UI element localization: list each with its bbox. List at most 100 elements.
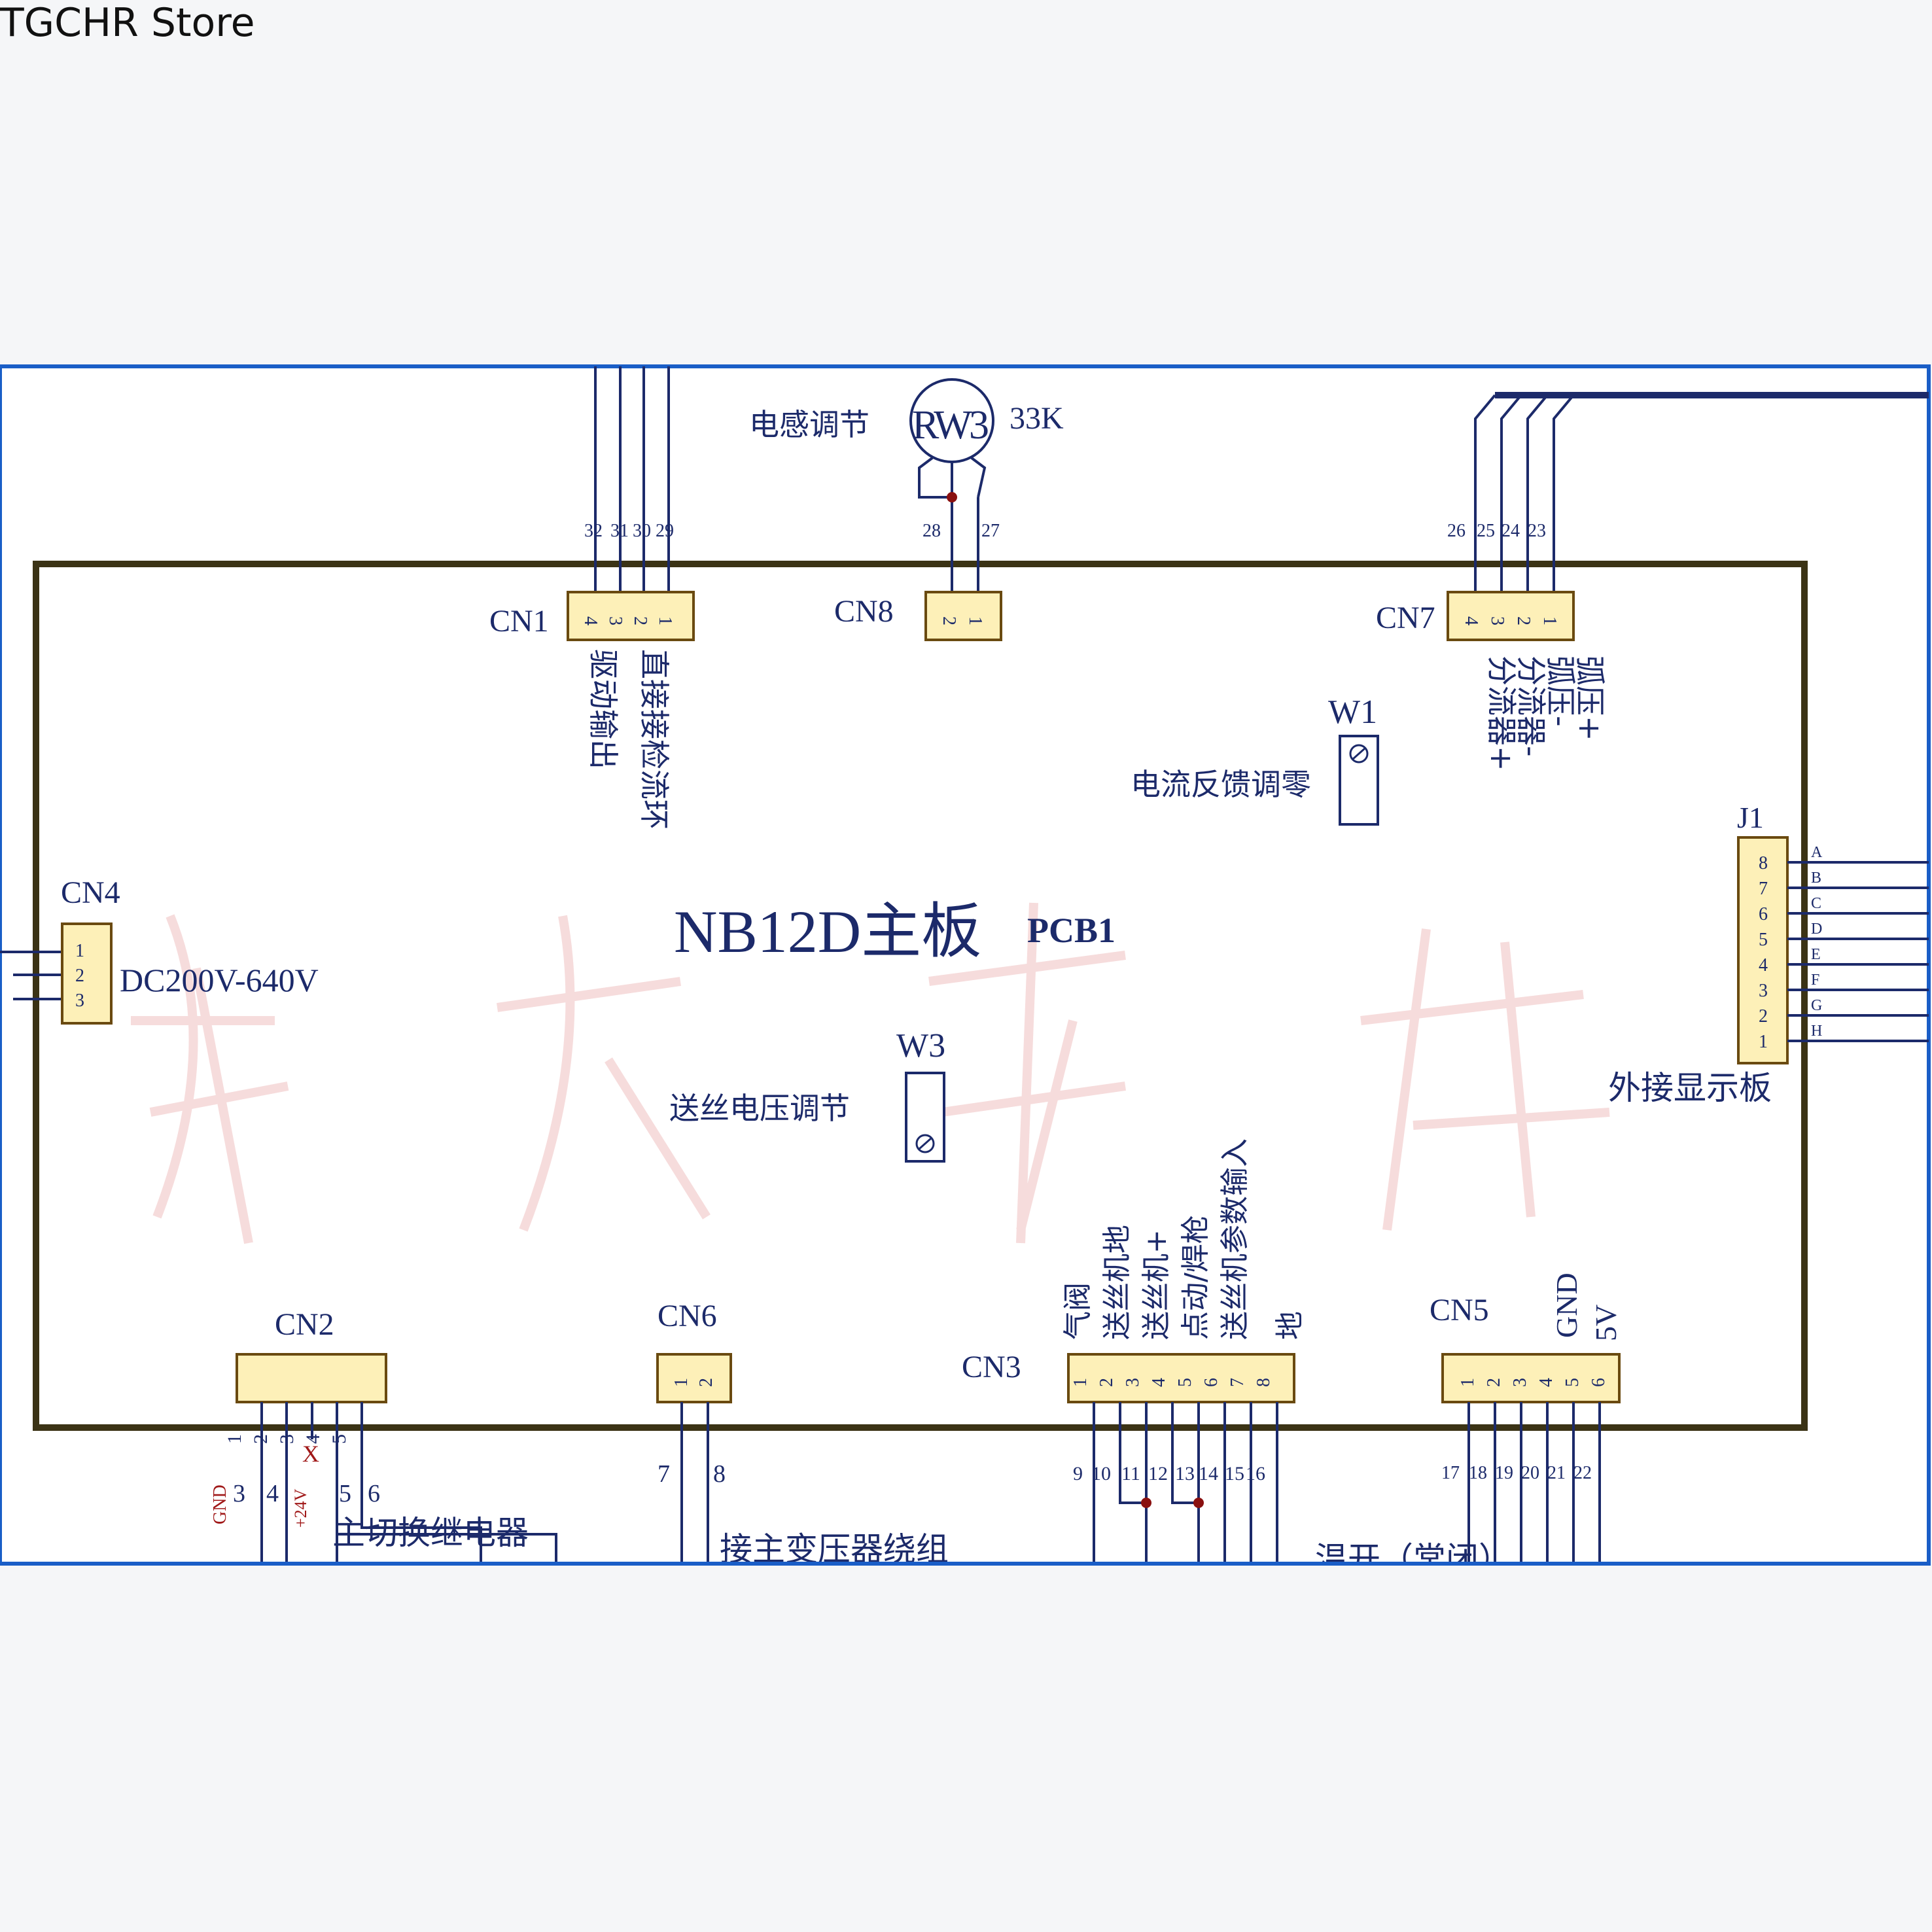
cn6-pin-1: 1 bbox=[671, 1378, 692, 1387]
cn2-wire-6: 6 bbox=[368, 1480, 380, 1507]
cn3-wire-14: 14 bbox=[1199, 1463, 1218, 1484]
cn8-wire-27: 27 bbox=[981, 521, 1000, 541]
w3-label: W3 bbox=[896, 1027, 945, 1064]
j1-line-f: F bbox=[1811, 972, 1819, 989]
cn2-label: CN2 bbox=[275, 1307, 334, 1342]
watermark bbox=[131, 902, 1610, 1244]
j1-line-b: B bbox=[1811, 869, 1821, 887]
cn3-wire-11: 11 bbox=[1121, 1463, 1140, 1484]
cn4-pin-1: 1 bbox=[75, 941, 84, 961]
cn3-pin-1: 1 bbox=[1070, 1378, 1091, 1387]
cn5-pin-1: 1 bbox=[1458, 1378, 1478, 1387]
cn1-pin-4: 4 bbox=[580, 616, 601, 625]
cn8-wire-28: 28 bbox=[922, 521, 941, 541]
cn5-wire-18: 18 bbox=[1469, 1463, 1487, 1483]
cn5-wire-19: 19 bbox=[1495, 1463, 1513, 1483]
j1-pin-2: 2 bbox=[1759, 1006, 1768, 1027]
j1-pin-3: 3 bbox=[1759, 981, 1768, 1001]
cn2-wire-3: 3 bbox=[233, 1480, 245, 1507]
w1-desc: 电流反馈调零 bbox=[1131, 767, 1311, 802]
cn7-wire-25: 25 bbox=[1477, 521, 1495, 541]
cn3-wire-12: 12 bbox=[1148, 1463, 1168, 1484]
board-title: NB12D主板 bbox=[674, 898, 981, 965]
connector-cn7: 26 25 24 23 4 3 2 1 CN7 弧压+ 弧压- 分流器- 分流器… bbox=[1376, 394, 1607, 771]
cn2-pin-1: 1 bbox=[224, 1434, 245, 1444]
cn3-pin-4: 4 bbox=[1149, 1378, 1169, 1387]
cn1-wire-30: 30 bbox=[633, 521, 651, 541]
cn3-signal-feeder-param-input: 送丝机参数输入 bbox=[1218, 1138, 1252, 1340]
cn3-pin-5: 5 bbox=[1175, 1378, 1195, 1387]
cn1-wire-31: 31 bbox=[610, 521, 629, 541]
cn2-desc: 主切换继电器 bbox=[332, 1514, 529, 1552]
cn5-gnd-label: GND bbox=[1550, 1273, 1583, 1338]
cn6-pin-2: 2 bbox=[696, 1378, 716, 1387]
cn2-pin-5: 5 bbox=[328, 1434, 350, 1444]
store-name: TGCHR Store bbox=[0, 0, 255, 46]
cn3-signal-jog-torch: 点动/焊枪 bbox=[1179, 1215, 1212, 1340]
cn5-pin-2: 2 bbox=[1484, 1378, 1504, 1387]
cn4-desc: DC200V-640V bbox=[120, 962, 319, 998]
board-pcb-label: PCB1 bbox=[1027, 911, 1115, 950]
cn1-pin-1: 1 bbox=[655, 616, 675, 625]
cn7-wire-24: 24 bbox=[1502, 521, 1520, 541]
cn7-pin-2: 2 bbox=[1513, 616, 1534, 625]
cn3-signal-ground: 地 bbox=[1273, 1311, 1307, 1340]
cn2-wire-5: 5 bbox=[339, 1480, 351, 1507]
j1-pin-7: 7 bbox=[1759, 879, 1768, 899]
cn6-label: CN6 bbox=[658, 1299, 717, 1333]
cn1-label: CN1 bbox=[489, 604, 549, 639]
cn4-pin-3: 3 bbox=[75, 991, 84, 1011]
cn3-wire-10: 10 bbox=[1091, 1463, 1111, 1484]
cn3-signal-feeder-plus: 送丝机+ bbox=[1140, 1229, 1173, 1340]
cn2-wire-4: 4 bbox=[266, 1480, 279, 1507]
cn3-pin-6: 6 bbox=[1201, 1378, 1221, 1387]
cn3-label: CN3 bbox=[962, 1350, 1021, 1384]
cn2-gnd-label: GND bbox=[210, 1484, 230, 1524]
cn7-signal-arc-voltage-minus: 弧压- bbox=[1543, 656, 1578, 727]
cn5-pin-3: 3 bbox=[1510, 1378, 1530, 1387]
w1-label: W1 bbox=[1328, 694, 1377, 731]
cn6-wire-8: 8 bbox=[713, 1460, 726, 1488]
w3-desc: 送丝电压调节 bbox=[669, 1091, 850, 1126]
cn3-signal-gas-valve: 气阀 bbox=[1061, 1282, 1095, 1340]
cn2-unused-mark: X bbox=[302, 1441, 319, 1467]
j1-label: J1 bbox=[1737, 801, 1764, 834]
cn3-wire-13: 13 bbox=[1175, 1463, 1195, 1484]
j1-line-c: C bbox=[1811, 895, 1821, 912]
cn1-desc-drive-output: 驱动输出 bbox=[586, 649, 621, 769]
cn2-24v-label: +24V bbox=[291, 1488, 310, 1528]
connector-cn3: CN3 1 2 3 4 5 6 7 8 9 10 11 12 bbox=[962, 1138, 1307, 1564]
cn1-pin-2: 2 bbox=[630, 616, 650, 625]
cn1-desc-sense-loop: 直接接检流环 bbox=[637, 649, 672, 830]
trimmer-w3: W3 送丝电压调节 bbox=[669, 1027, 945, 1163]
connector-cn8: 2 1 28 27 CN8 bbox=[834, 521, 1002, 641]
rw3-label: RW3 bbox=[912, 403, 989, 448]
cn5-pin-6: 6 bbox=[1589, 1378, 1609, 1387]
connector-cn5: CN5 1 2 3 4 5 6 17 18 19 20 21 22 GND 5V bbox=[1315, 1273, 1623, 1578]
rw3-value: 33K bbox=[1010, 401, 1064, 436]
j1-line-d: D bbox=[1811, 921, 1822, 938]
j1-line-h: H bbox=[1811, 1023, 1822, 1040]
connector-cn1: 32 31 30 29 4 3 2 1 CN1 驱动输出 直接接检流环 bbox=[489, 366, 695, 830]
j1-line-a: A bbox=[1811, 844, 1823, 861]
cn7-signal-shunt-plus: 分流器+ bbox=[1484, 656, 1519, 771]
connector-j1: J1 8 7 6 5 4 3 2 1 A B C D E F bbox=[1608, 801, 1929, 1107]
cn3-wire-15: 15 bbox=[1225, 1463, 1244, 1484]
cn5-wire-22: 22 bbox=[1573, 1463, 1592, 1483]
j1-line-g: G bbox=[1811, 997, 1822, 1014]
cn7-pin-4: 4 bbox=[1461, 616, 1481, 625]
cn7-label: CN7 bbox=[1376, 601, 1435, 635]
cn4-label: CN4 bbox=[61, 875, 120, 910]
cn8-pin-1: 1 bbox=[965, 616, 985, 625]
rw3-desc: 电感调节 bbox=[749, 407, 869, 442]
connector-cn2: CN2 1 2 3 4 5 X 3 4 5 6 GND +24V 主切换继电器 bbox=[210, 1307, 557, 1564]
cn4-pin-2: 2 bbox=[75, 966, 84, 986]
j1-line-e: E bbox=[1811, 946, 1821, 963]
cn5-wire-17: 17 bbox=[1441, 1463, 1460, 1483]
cn1-pin-3: 3 bbox=[605, 616, 625, 625]
cn5-wire-20: 20 bbox=[1521, 1463, 1539, 1483]
cn8-pin-2: 2 bbox=[939, 616, 959, 625]
potentiometer-rw3: RW3 33K 电感调节 bbox=[749, 378, 1064, 592]
cn3-signal-feeder-ground: 送丝机地 bbox=[1100, 1225, 1134, 1340]
